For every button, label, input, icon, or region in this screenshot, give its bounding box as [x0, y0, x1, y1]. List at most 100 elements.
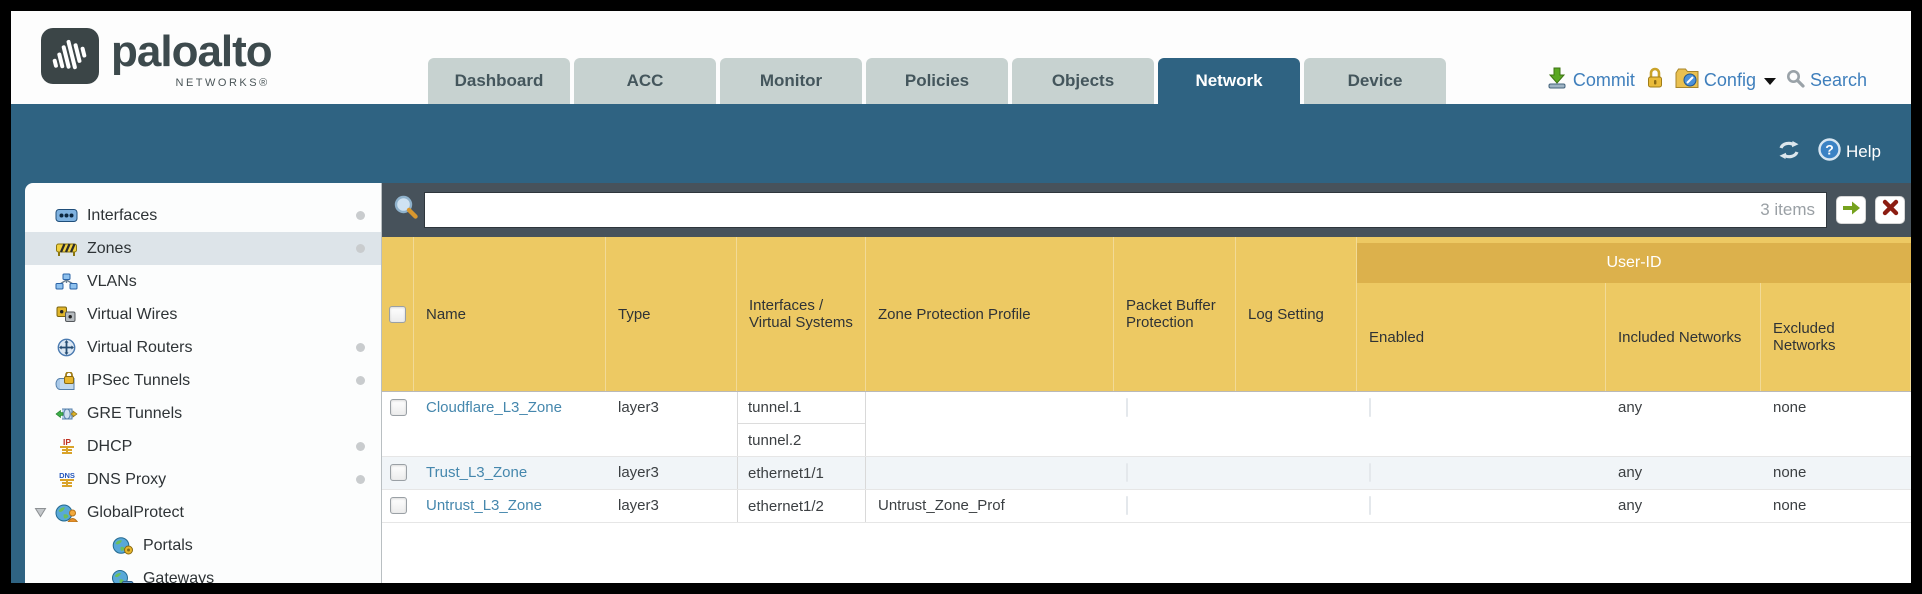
config-icon	[1675, 67, 1699, 94]
column-header-label: Name	[426, 305, 467, 323]
row-checkbox[interactable]	[389, 497, 407, 514]
sidebar-item-virtual-wires[interactable]: Virtual Wires	[25, 298, 381, 331]
sidebar-item-label: Virtual Routers	[86, 338, 193, 356]
column-header-interfaces[interactable]: Interfaces / Virtual Systems	[737, 237, 866, 391]
sidebar-item-label: Gateways	[142, 569, 215, 584]
zone-name-link[interactable]: Untrust_L3_Zone	[426, 497, 542, 514]
filter-input[interactable]	[424, 192, 1827, 228]
lock-icon[interactable]	[1645, 67, 1665, 94]
sidebar-item-virtual-routers[interactable]: Virtual Routers	[25, 331, 381, 364]
included-networks-cell: any	[1618, 464, 1643, 481]
column-header-excluded[interactable]: Excluded Networks	[1761, 283, 1911, 391]
column-header-zpp[interactable]: Zone Protection Profile	[866, 237, 1114, 391]
user-id-enabled-cell	[1357, 490, 1606, 522]
sidebar-item-portals[interactable]: Portals	[25, 529, 381, 562]
logo-brand-text: paloalto	[111, 27, 273, 76]
column-header-label: Enabled	[1369, 328, 1425, 346]
globalprotect-icon	[55, 504, 79, 522]
packet-buffer-protection-cell	[1114, 392, 1236, 456]
user-id-enabled-checkbox[interactable]	[1369, 398, 1371, 417]
sidebar-item-zones[interactable]: Zones	[24, 232, 381, 265]
row-checkbox[interactable]	[389, 464, 407, 481]
zone-type-cell: layer3	[618, 497, 659, 514]
search-button[interactable]: Search	[1786, 69, 1867, 93]
chevron-down-icon	[1763, 78, 1776, 85]
tab-policies[interactable]: Policies	[866, 58, 1008, 104]
sidebar-item-gateways[interactable]: Gateways	[25, 562, 381, 584]
column-header-label: Packet Buffer Protection	[1126, 297, 1216, 331]
column-header-type[interactable]: Type	[606, 237, 737, 391]
filter-toolbar: 3 items	[382, 183, 1911, 237]
tab-acc[interactable]: ACC	[574, 58, 716, 104]
sidebar-item-interfaces[interactable]: Interfaces	[25, 199, 381, 232]
expand-arrow-icon[interactable]	[34, 505, 47, 523]
select-all-checkbox[interactable]	[389, 305, 406, 323]
zone-protection-profile-cell: Untrust_Zone_Prof	[878, 497, 1005, 514]
item-count-dot	[356, 442, 365, 451]
tab-device[interactable]: Device	[1304, 58, 1446, 104]
tab-objects[interactable]: Objects	[1012, 58, 1154, 104]
zone-name-cell: Trust_L3_Zone	[414, 457, 606, 489]
zone-name-cell: Cloudflare_L3_Zone	[414, 392, 606, 456]
included-networks-cell: any	[1618, 497, 1643, 514]
column-header-name[interactable]: Name	[414, 237, 606, 391]
column-header-label: Excluded Networks	[1773, 320, 1836, 354]
help-icon: ?	[1817, 137, 1842, 167]
commit-button[interactable]: Commit	[1546, 67, 1635, 94]
user-id-enabled-checkbox[interactable]	[1369, 463, 1371, 482]
sidebar-item-label: Interfaces	[86, 206, 158, 224]
column-header-included[interactable]: Included Networks	[1606, 283, 1761, 391]
sidebar-item-vlans[interactable]: VLANs	[25, 265, 381, 298]
items-count: 3 items	[1760, 200, 1815, 219]
commit-label: Commit	[1572, 70, 1635, 90]
column-header-log[interactable]: Log Setting	[1236, 237, 1357, 391]
virtual-routers-icon	[55, 338, 79, 357]
dhcp-icon: IP	[55, 437, 79, 456]
zone-protection-profile-cell	[866, 457, 1114, 489]
zones-icon	[55, 240, 79, 258]
user-id-enabled-checkbox[interactable]	[1369, 496, 1371, 515]
column-header-label: Log Setting	[1248, 305, 1324, 323]
sidebar-item-globalprotect[interactable]: GlobalProtect	[25, 496, 381, 529]
log-setting-cell	[1236, 392, 1357, 456]
packet-buffer-checkbox[interactable]	[1126, 463, 1128, 482]
sidebar-item-ipsec-tunnels[interactable]: IPSec Tunnels	[25, 364, 381, 397]
config-dropdown[interactable]: Config	[1675, 67, 1776, 94]
row-checkbox[interactable]	[389, 399, 407, 416]
dns-proxy-icon: DNS	[55, 471, 79, 489]
packet-buffer-checkbox[interactable]	[1126, 496, 1128, 515]
portals-icon	[111, 536, 135, 555]
apply-filter-button[interactable]	[1836, 196, 1866, 224]
item-count-dot	[356, 376, 365, 385]
clear-filter-button[interactable]	[1875, 196, 1905, 224]
column-header-label: Included Networks	[1618, 328, 1742, 346]
tab-dashboard[interactable]: Dashboard	[428, 58, 570, 104]
zone-name-cell: Untrust_L3_Zone	[414, 490, 606, 522]
sidebar-item-label: Portals	[142, 536, 193, 554]
refresh-icon[interactable]	[1777, 140, 1801, 165]
main-panel: 3 items	[382, 183, 1911, 583]
excluded-networks-cell: none	[1773, 497, 1807, 514]
zone-name-link[interactable]: Trust_L3_Zone	[426, 464, 528, 481]
green-arrow-icon	[1841, 200, 1861, 221]
column-header-pbp[interactable]: Packet Buffer Protection	[1114, 237, 1236, 391]
excluded-networks-cell: none	[1773, 464, 1807, 481]
sidebar-item-label: GlobalProtect	[86, 503, 184, 521]
gateways-icon	[111, 569, 135, 583]
sidebar-item-label: VLANs	[86, 272, 137, 290]
sidebar-item-gre-tunnels[interactable]: GRE Tunnels	[25, 397, 381, 430]
tab-network[interactable]: Network	[1158, 58, 1300, 104]
item-count-dot	[356, 211, 365, 220]
help-button[interactable]: ? Help	[1817, 137, 1881, 167]
zone-name-link[interactable]: Cloudflare_L3_Zone	[426, 399, 562, 416]
column-header-enabled[interactable]: Enabled	[1357, 283, 1606, 391]
packet-buffer-checkbox[interactable]	[1126, 398, 1128, 417]
tab-monitor[interactable]: Monitor	[720, 58, 862, 104]
excluded-networks-cell: none	[1773, 399, 1807, 416]
